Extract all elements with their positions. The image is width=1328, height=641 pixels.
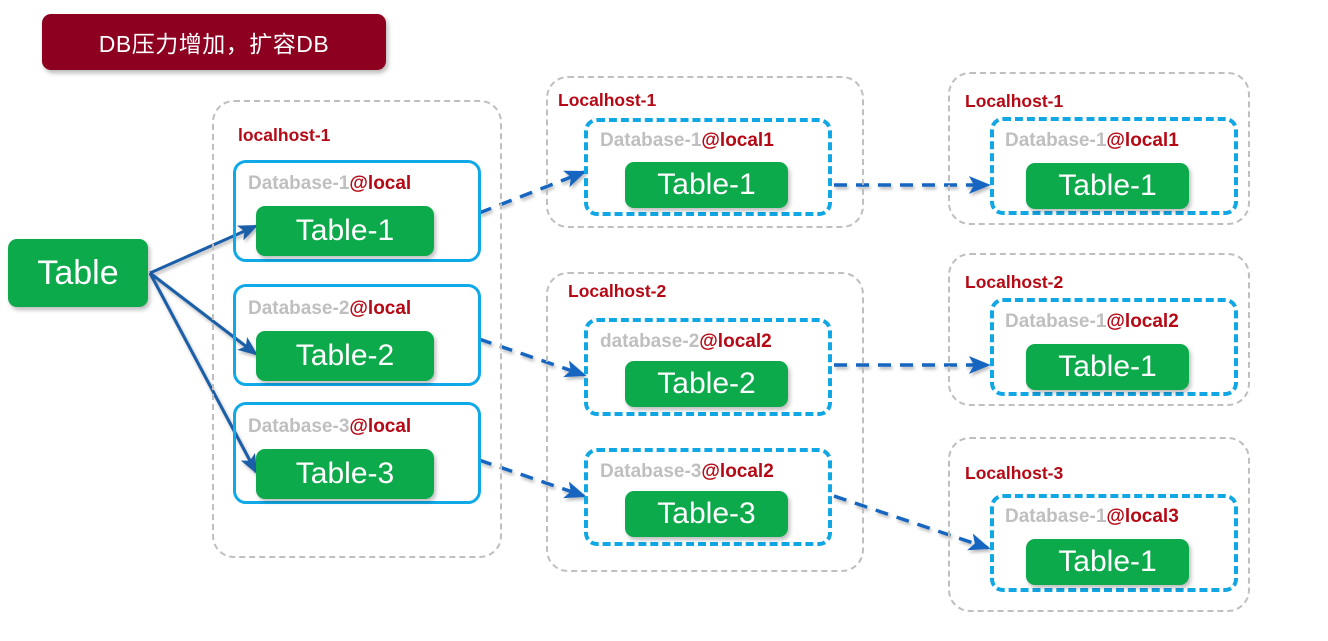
stage3-host-2-label: Localhost-2	[965, 272, 1064, 292]
stage3-host-1-container	[948, 72, 1250, 225]
title-banner: DB压力增加，扩容DB	[42, 14, 386, 70]
stage3-host-3-label: Localhost-3	[965, 463, 1064, 483]
stage3-host-1-db-1-label: Database-1@local1	[1005, 130, 1179, 151]
stage2-host-2-db-1-table[interactable]: Table-2	[625, 361, 788, 407]
stage2-host-2-db-2-table-label: Table-3	[657, 497, 756, 530]
stage2-host-1-label: Localhost-1	[558, 90, 657, 110]
stage1-db-3-table-label: Table-3	[295, 457, 395, 490]
stage1-db-1-label: Database-1@local	[248, 173, 412, 194]
stage3-host-2-db-1[interactable]	[990, 298, 1238, 396]
stage1-db-1-table-label: Table-1	[295, 214, 395, 247]
stage2-host-2-db-1-label: database-2@local2	[600, 331, 772, 352]
stage1-db-2-table[interactable]: Table-2	[256, 331, 434, 381]
source-table-label: Table	[37, 253, 119, 292]
stage1-host-container	[212, 100, 502, 558]
stage3-host-1-db-1-table-label: Table-1	[1058, 169, 1157, 202]
stage1-db-3[interactable]	[233, 402, 481, 504]
stage2-host-1-db-1-label: Database-1@local1	[600, 130, 774, 151]
stage3-host-3-container	[948, 437, 1250, 612]
source-table-node[interactable]: Table	[8, 239, 148, 307]
stage2-host-2-db-2-label: Database-3@local2	[600, 461, 774, 482]
stage2-host-2-db-1[interactable]	[584, 318, 832, 416]
stage2-host-1-db-1-table-label: Table-1	[657, 168, 756, 201]
stage3-host-3-db-1-table-label: Table-1	[1058, 545, 1157, 578]
stage2-host-2-db-1-table-label: Table-2	[657, 367, 756, 400]
stage1-db-1[interactable]	[233, 160, 481, 262]
stage2-host-2-label: Localhost-2	[568, 281, 667, 301]
stage3-host-1-db-1[interactable]	[990, 117, 1238, 215]
stage1-host-label: localhost-1	[238, 125, 331, 145]
stage2-host-1-db-1-table[interactable]: Table-1	[625, 162, 788, 208]
stage2-host-2-container	[546, 272, 864, 572]
stage1-db-2-label: Database-2@local	[248, 298, 412, 319]
stage3-host-2-db-1-label: Database-1@local2	[1005, 311, 1179, 332]
stage2-host-1-db-1[interactable]	[584, 118, 832, 216]
stage3-host-2-db-1-table[interactable]: Table-1	[1026, 344, 1189, 390]
stage2-host-1-container	[546, 76, 864, 228]
stage3-host-3-db-1-table[interactable]: Table-1	[1026, 539, 1189, 585]
stage1-db-1-table[interactable]: Table-1	[256, 206, 434, 256]
title-banner-text: DB压力增加，扩容DB	[98, 31, 330, 57]
stage3-host-2-db-1-table-label: Table-1	[1058, 350, 1157, 383]
stage3-host-1-label: Localhost-1	[965, 91, 1064, 111]
stage2-host-2-db-2-table[interactable]: Table-3	[625, 491, 788, 537]
stage3-host-1-db-1-table[interactable]: Table-1	[1026, 163, 1189, 209]
stage1-db-3-table[interactable]: Table-3	[256, 449, 434, 499]
stage3-host-2-container	[948, 253, 1250, 406]
stage3-host-3-db-1-label: Database-1@local3	[1005, 506, 1179, 527]
stage2-host-2-db-2[interactable]	[584, 448, 832, 546]
stage1-db-2[interactable]	[233, 284, 481, 386]
stage1-db-2-table-label: Table-2	[295, 339, 395, 372]
stage3-host-3-db-1[interactable]	[990, 494, 1238, 592]
stage1-db-3-label: Database-3@local	[248, 416, 412, 437]
